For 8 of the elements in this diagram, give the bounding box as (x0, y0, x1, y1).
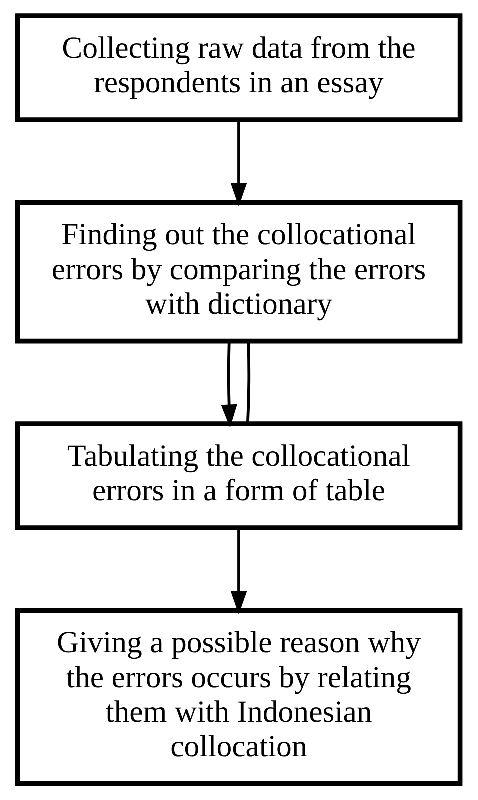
node-box: Tabulating the collocational errors in a form of table (15, 422, 463, 530)
node-box: Finding out the collocational errors by comparing the errors with dictionary (15, 200, 463, 344)
arrow (221, 342, 238, 428)
node-box: Giving a possible reason why the errors occurs by relating them with Indonesian collocation (15, 608, 463, 786)
connector (246, 342, 251, 424)
arrow (230, 120, 248, 207)
arrow (230, 528, 248, 615)
node-box: Collecting raw data from the respondents in an essay (15, 14, 463, 122)
